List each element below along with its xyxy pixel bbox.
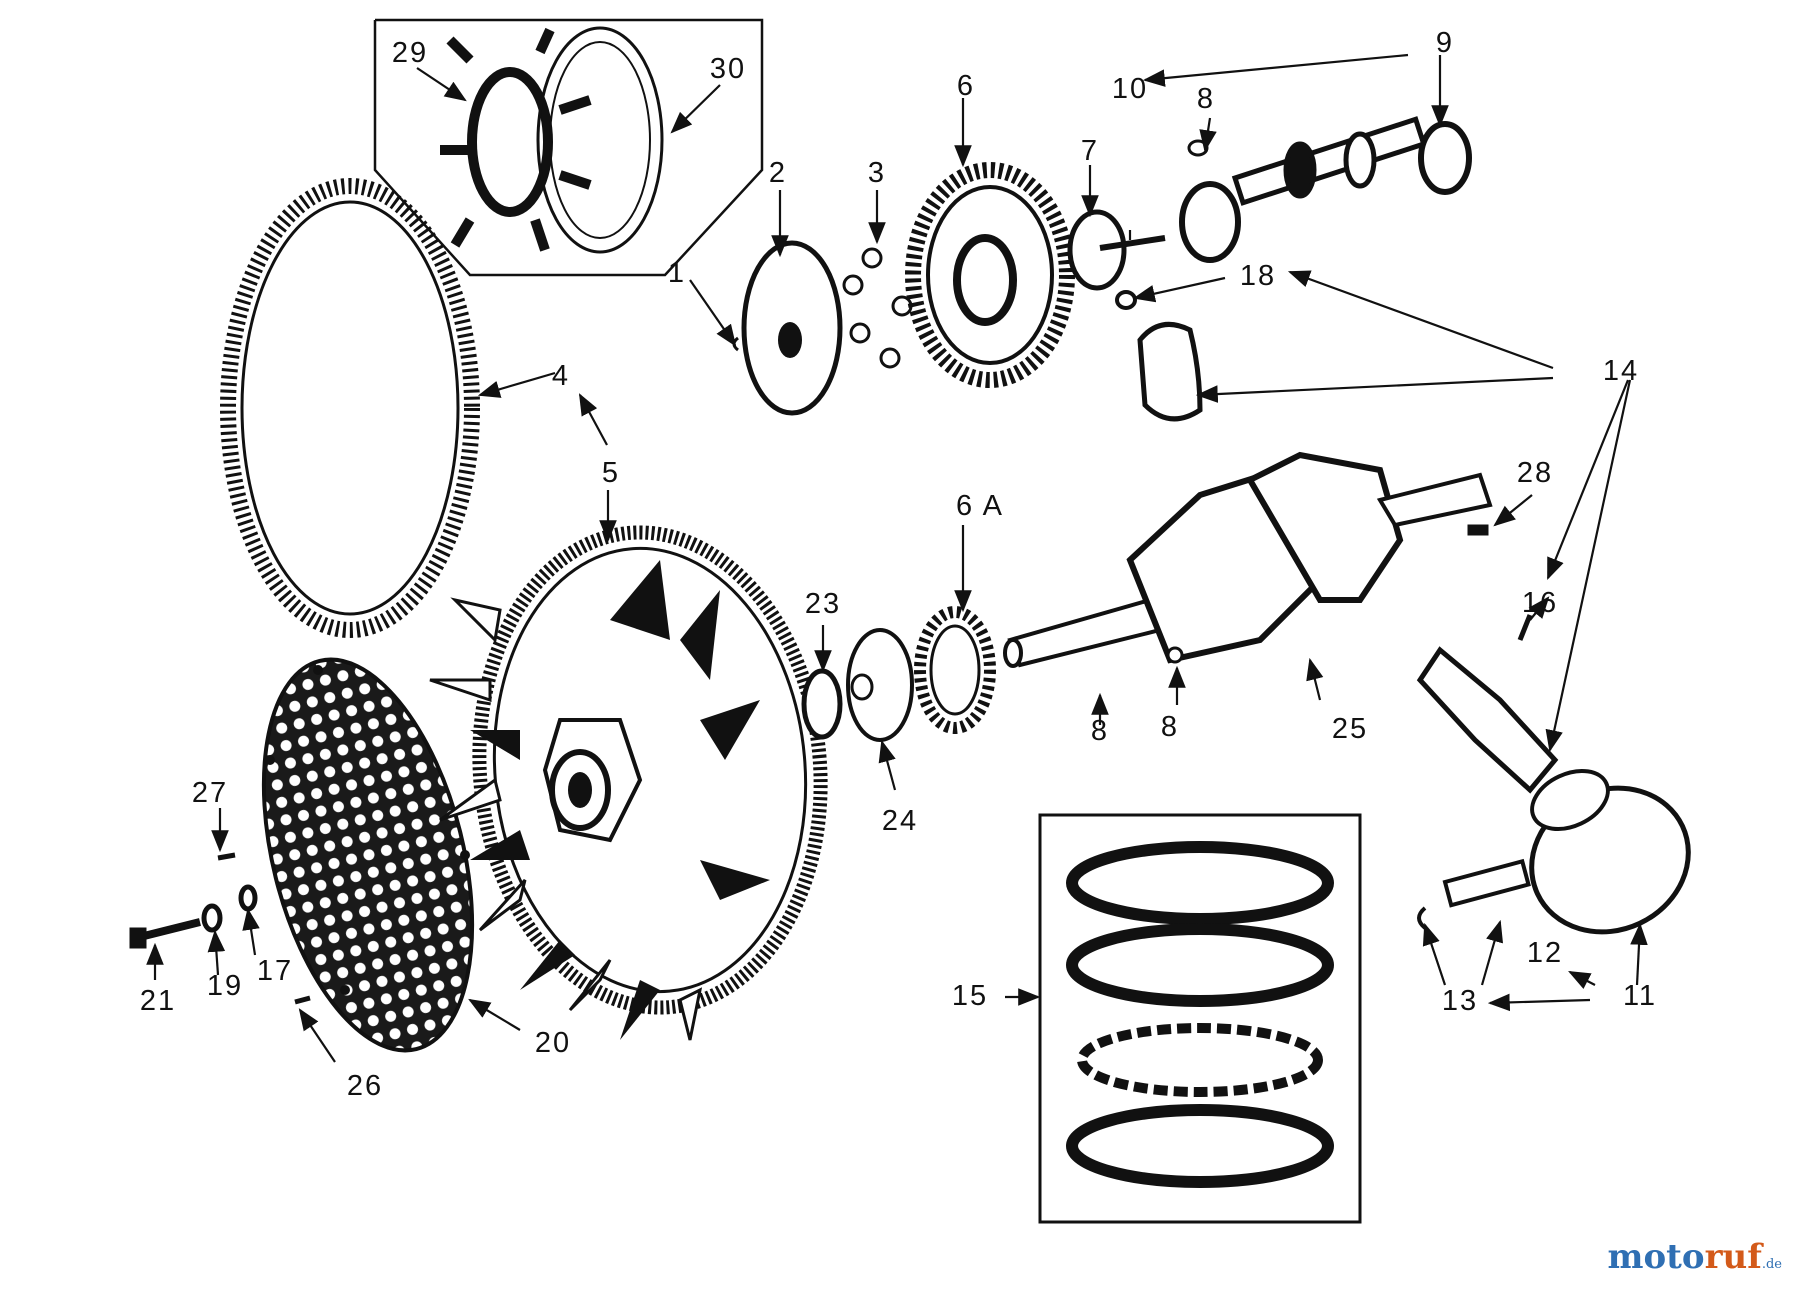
leader-lines (146, 53, 1648, 1063)
piston-11 (1416, 614, 1691, 935)
callout-5: 5 (602, 457, 620, 489)
callout-15: 15 (952, 980, 988, 1012)
callout-20: 20 (535, 1027, 571, 1059)
callout-9: 9 (1436, 27, 1454, 59)
callout-21: 21 (140, 985, 176, 1017)
callout-17: 17 (257, 955, 293, 987)
callout-7: 7 (1081, 135, 1099, 167)
callout-2: 2 (769, 157, 787, 189)
callout-14: 14 (1603, 355, 1639, 387)
callout-8b: 8 (1091, 715, 1109, 747)
callout-18: 18 (1240, 260, 1276, 292)
crankshaft-25 (941, 451, 1493, 697)
cam-gear-6 (905, 162, 1075, 388)
watermark-part1: moto (1607, 1237, 1705, 1277)
flywheel-5 (429, 525, 828, 1041)
callout-labels: 1 2 3 4 5 6 6 A 7 8 8 8 8 9 10 11 11 12 … (140, 27, 1657, 1102)
callout-23: 23 (805, 588, 841, 620)
callout-29: 29 (392, 37, 428, 69)
ring-gear-4 (220, 178, 480, 638)
callout-13: 13 (1442, 985, 1478, 1017)
callout-1: 1 (668, 257, 686, 289)
bearing-14 (1137, 321, 1203, 422)
callout-24: 24 (882, 805, 918, 837)
governor-2 (732, 240, 913, 416)
callout-10: 10 (1112, 73, 1148, 105)
callout-11a: 11 (1623, 980, 1657, 1012)
callout-8c: 8 (1161, 711, 1179, 743)
callout-16: 16 (1522, 587, 1558, 619)
callout-30: 30 (710, 53, 746, 85)
callout-27: 27 (192, 777, 228, 809)
callout-19: 19 (207, 970, 243, 1002)
watermark-part2: ruf (1704, 1237, 1762, 1277)
callout-3: 3 (868, 157, 886, 189)
callout-26: 26 (347, 1070, 383, 1102)
callout-8a: 8 (1197, 83, 1215, 115)
callout-28: 28 (1517, 457, 1553, 489)
watermark-suffix: .de (1761, 1257, 1782, 1272)
watermark-logo: motoruf.de (1608, 1237, 1782, 1277)
screen-20 (261, 657, 475, 1053)
callout-6a: 6 A (956, 490, 1004, 522)
callout-4: 4 (552, 360, 570, 392)
callout-12: 12 (1527, 937, 1563, 969)
callout-6: 6 (957, 70, 975, 102)
piston-rings-15 (1038, 813, 1362, 1224)
inset-box-29-30 (373, 18, 764, 277)
callout-25: 25 (1332, 713, 1368, 745)
camshaft-9 (1067, 116, 1472, 310)
crank-gear-6a (801, 606, 996, 742)
